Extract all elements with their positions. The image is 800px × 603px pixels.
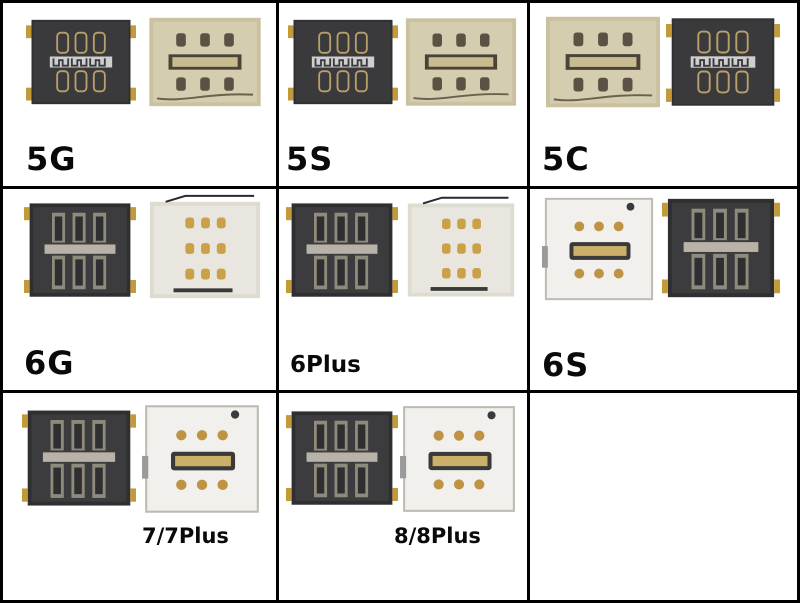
model-label: 6S: [542, 346, 590, 384]
empty-cell: [530, 393, 797, 600]
sim-connector-photo: [286, 402, 398, 516]
sim-connector-photo: [404, 194, 518, 306]
sim-connector-photo: [662, 192, 780, 306]
sim-connector-photo: [26, 14, 136, 110]
sim-connector-photo: [24, 196, 136, 306]
sim-connector-photo: [666, 12, 780, 112]
sim-connector-photo: [140, 400, 264, 518]
model-label: 5G: [26, 140, 77, 178]
sim-connector-photo: [544, 12, 662, 112]
sim-connector-photo: [146, 194, 264, 306]
sim-connector-photo: [22, 402, 136, 516]
model-label: 5C: [542, 140, 590, 178]
grid-divider: [527, 0, 530, 603]
grid-divider: [0, 390, 800, 393]
model-label: 7/7Plus: [142, 524, 229, 548]
sim-connector-photo: [286, 196, 398, 306]
model-label: 6G: [24, 344, 75, 382]
sim-connector-photo: [540, 194, 658, 304]
model-label: 6Plus: [290, 352, 361, 378]
grid-divider: [276, 0, 279, 603]
sim-connector-photo: [398, 400, 520, 518]
grid-divider: [0, 186, 800, 189]
sim-connector-photo: [404, 12, 518, 112]
model-label: 8/8Plus: [394, 524, 481, 548]
sim-connector-photo: [288, 12, 398, 112]
sim-connector-photo: [146, 14, 264, 110]
model-label: 5S: [286, 140, 334, 178]
